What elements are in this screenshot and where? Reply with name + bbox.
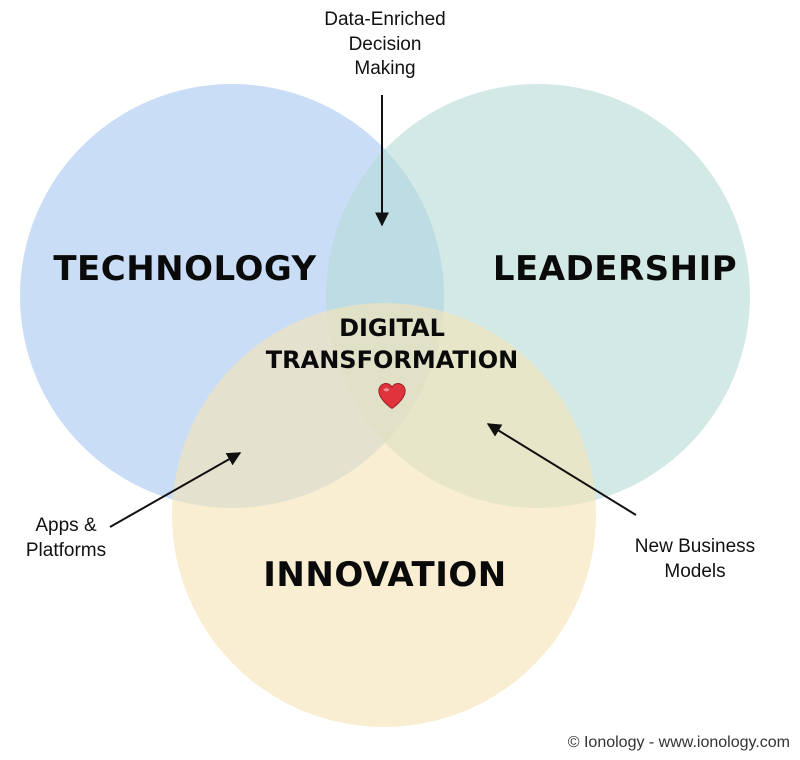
callout-right-line-2: Models [664, 560, 726, 582]
callout-left-line-1: Apps & [35, 515, 97, 536]
arrow-new-business [486, 423, 637, 516]
innovation-label: INNOVATION [263, 555, 507, 595]
callout-top-line-3: Making [354, 58, 416, 80]
callout-apps-platforms: Apps & Platforms [6, 514, 126, 563]
callout-left-line-2: Platforms [25, 539, 107, 561]
callout-top-line-1: Data-Enriched [324, 9, 446, 30]
heart-icon [378, 382, 406, 410]
arrow-apps-platforms [109, 452, 242, 528]
center-line-2: TRANSFORMATION [265, 346, 519, 375]
callout-new-business-models: New Business Models [600, 535, 790, 584]
innovation-circle [172, 303, 596, 727]
technology-label: TECHNOLOGY [53, 249, 317, 289]
digital-transformation-label: DIGITAL TRANSFORMATION [232, 312, 552, 377]
callout-data-enriched-decision-making: Data-Enriched Decision Making [285, 8, 485, 82]
callout-right-line-1: New Business [634, 536, 756, 557]
copyright-notice: © Ionology - www.ionology.com [567, 734, 790, 751]
center-line-1: DIGITAL [339, 314, 445, 342]
callout-top-line-2: Decision [348, 33, 422, 55]
leadership-label: LEADERSHIP [492, 249, 738, 289]
